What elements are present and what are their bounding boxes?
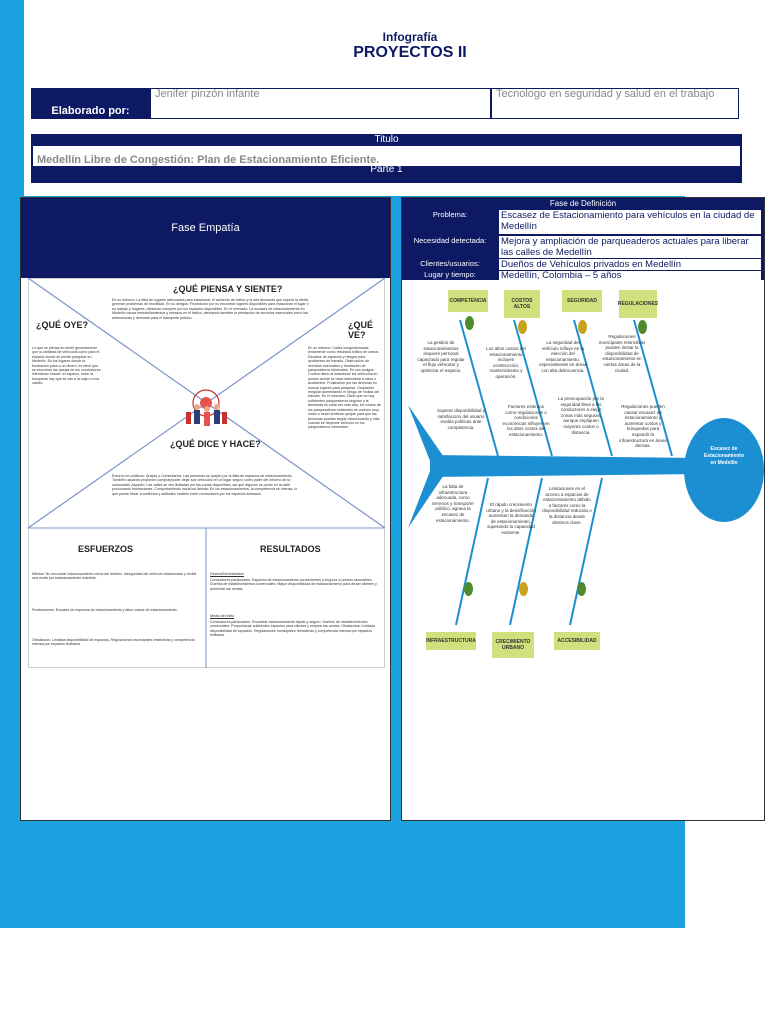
title-value-field[interactable]: Medellín Libre de Congestión: Plan de Es… (33, 146, 740, 166)
doc-type: Infografía (382, 30, 438, 44)
marker-dot (464, 582, 473, 596)
category-accesibilidad: ACCESIBILIDAD (554, 632, 600, 650)
note-accesibilidad: Limitaciones en el acceso a espacios de … (542, 486, 592, 525)
empathy-panel: Fase Empatía ¿QUÉ PIENSA Y SIENTE? (20, 197, 391, 821)
efforts-text-3: Obstáculos: Limitada disponibilidad de e… (32, 638, 195, 647)
hear-text: Lo que se piensa en sentir generalmente … (32, 346, 101, 386)
results-text-4: Conductores particulares: Encontrar esta… (210, 620, 375, 638)
definition-row-need: Necesidad detectada: Mejora y ampliación… (402, 235, 764, 258)
category-crecimiento-urbano: CRECIMIENTO URBANO (492, 632, 534, 658)
say-do-text: Entorno en públicos: Quejas y Comentario… (112, 474, 298, 496)
course-title: PROYECTOS II (353, 44, 467, 61)
definition-panel: Fase de Definición Problema: Escasez de … (401, 197, 765, 821)
empathy-map: ¿QUÉ PIENSA Y SIENTE? ¿QUÉ OYE? ¿QUÉ VE?… (28, 278, 385, 668)
note-factores: Factores externos como regulaciones o co… (502, 404, 550, 437)
think-feel-heading: ¿QUÉ PIENSA Y SIENTE? (173, 284, 283, 294)
empathy-map-lines (28, 278, 385, 668)
logo-text: Politécnico Internacional (34, 63, 78, 78)
note-preocupacion: La preocupación por la seguridad lleva a… (558, 396, 604, 435)
note-costos: Los altos costos del estacionamiento inc… (486, 346, 526, 379)
author-role-field[interactable]: Tecnologo en seguridad y salud en el tra… (491, 88, 739, 119)
results-heading: RESULTADOS (260, 544, 321, 554)
row-label: Clientes/usuarios: (420, 259, 480, 268)
efforts-text-2: Frustraciones: Escasez de espacios de es… (32, 608, 178, 612)
category-costos-altos: COSTOS ALTOS (504, 290, 540, 318)
definition-row-place: Lugar y tiempo: Medellín, Colombia – 5 a… (402, 270, 764, 280)
see-heading: ¿QUÉ VE? (348, 320, 374, 340)
category-competencia: COMPETENCIA (448, 290, 488, 312)
say-do-heading: ¿QUÉ DICE Y HACE? (170, 439, 261, 449)
note-regulaciones: Regulaciones municipales restrictivas pu… (598, 334, 646, 373)
definition-row-clients: Clientes/usuarios: Dueños de Vehículos p… (402, 258, 764, 270)
marker-dot (519, 582, 528, 596)
definition-heading: Fase de Definición (402, 198, 764, 209)
hear-heading: ¿QUÉ OYE? (36, 320, 89, 330)
fish-head-label: Escasez de Estacionamiento en Medellín (703, 446, 744, 466)
row-label: Problema: (432, 210, 468, 219)
title-label: Titulo (374, 134, 399, 145)
logo (34, 28, 94, 80)
row-label: Lugar y tiempo: (424, 270, 476, 279)
row-value-field[interactable]: Mejora y ampliación de parqueaderos actu… (499, 236, 761, 258)
note-seguridad: La seguridad del vehículo influye en la … (539, 340, 587, 373)
row-label: Necesidad detectada: (413, 236, 487, 245)
note-gestion: La gestión de estacionamientos requiere … (417, 340, 465, 373)
fish-head-icon (684, 418, 764, 522)
definition-row-problem: Problema: Escasez de Estacionamiento par… (402, 209, 764, 235)
logo-swoosh-icon (44, 31, 80, 58)
note-competencia: Superar disponibilidad y satisfacción de… (436, 408, 486, 430)
marker-dot (638, 320, 647, 334)
author-label: Elaborado por: (31, 88, 150, 119)
efforts-text-1: Miedos: No encontrar estacionamiento cer… (32, 572, 197, 581)
results-text-3: Medio del éxito (210, 614, 235, 618)
results-text-2: Conductores particulares: Espacios de es… (210, 578, 377, 591)
efforts-heading: ESFUERZOS (78, 544, 134, 554)
category-seguridad: SEGURIDAD (562, 290, 602, 312)
fishbone-diagram: COMPETENCIA COSTOS ALTOS SEGURIDAD REGUL… (402, 280, 764, 820)
row-value-field[interactable]: Medellín, Colombia – 5 años (499, 271, 761, 280)
category-infraestructura: INFRAESTRUCTURA (426, 632, 476, 650)
category-regulaciones: REGULACIONES (618, 290, 658, 318)
author-name-field[interactable]: Jenifer pinzón infante (150, 88, 491, 119)
part-label: Parte 1 (370, 164, 403, 175)
row-value-field[interactable]: Escasez de Estacionamiento para vehículo… (499, 210, 761, 234)
results-text-1: Deseos/Necesidades (210, 572, 244, 576)
see-text: En su entorno: Calles congestionadas len… (308, 346, 381, 430)
people-illustration-icon (186, 389, 227, 426)
marker-dot (577, 582, 586, 596)
think-feel-text: En su entorno: La falta de lugares adecu… (112, 298, 309, 320)
empathy-heading: Fase Empatía (21, 198, 390, 278)
marker-dot (465, 316, 474, 330)
marker-dot (578, 320, 587, 334)
marker-dot (518, 320, 527, 334)
note-crecimiento: El rápido crecimiento urbano y la densif… (486, 502, 536, 535)
author-row: Elaborado por: Jenifer pinzón infante Te… (31, 88, 739, 119)
title-block: Titulo Medellín Libre de Congestión: Pla… (31, 134, 742, 183)
note-regulaciones-2: Regulaciones pueden causar escasez de es… (619, 404, 667, 449)
row-value-field[interactable]: Dueños de Vehículos privados en Medellín (499, 259, 761, 270)
fishbone-shape (408, 319, 764, 626)
note-infraestructura: La falta de infraestructura adecuada, co… (432, 484, 474, 523)
